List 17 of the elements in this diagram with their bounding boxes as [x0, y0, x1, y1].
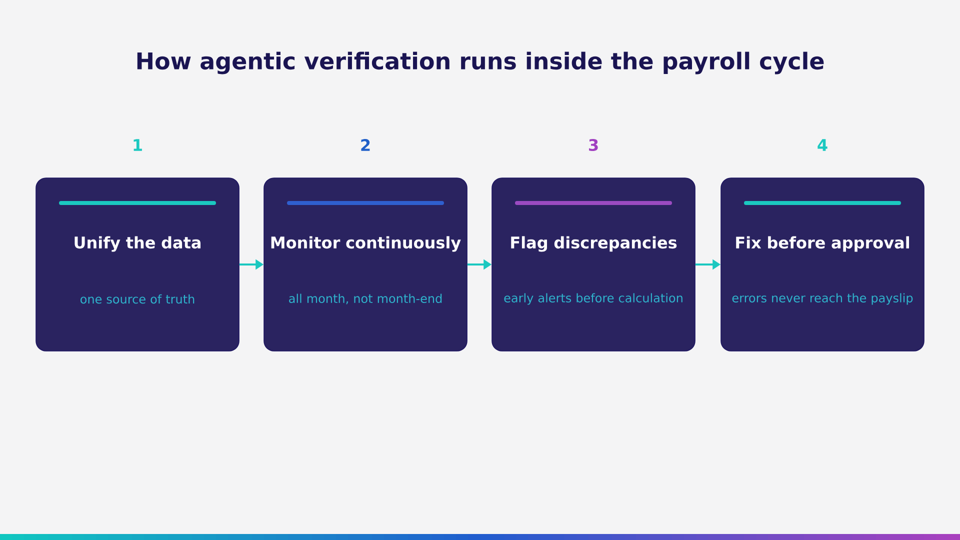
- step-title: Unify the data: [74, 236, 200, 252]
- step-subtitle: one source of truth: [80, 294, 194, 304]
- process-box: [36, 178, 240, 352]
- step-number: 1: [134, 139, 142, 151]
- step-subtitle: early alerts before calculation: [504, 293, 682, 305]
- step-subtitle: errors never reach the payslip: [732, 293, 913, 305]
- process-box: [720, 178, 924, 352]
- step-number: 3: [589, 138, 598, 152]
- process-box: [264, 178, 468, 352]
- step-title: Flag discrepancies: [511, 236, 677, 252]
- title: How agentic verification runs inside the payroll cycle: [137, 52, 824, 74]
- step-title: Monitor continuously: [271, 236, 461, 252]
- process-box: [492, 178, 696, 352]
- step-title: Fix before approval: [736, 236, 909, 252]
- step-number: 2: [361, 139, 370, 151]
- step-number: 4: [818, 139, 828, 151]
- step-subtitle: all month, not month-end: [289, 294, 442, 304]
